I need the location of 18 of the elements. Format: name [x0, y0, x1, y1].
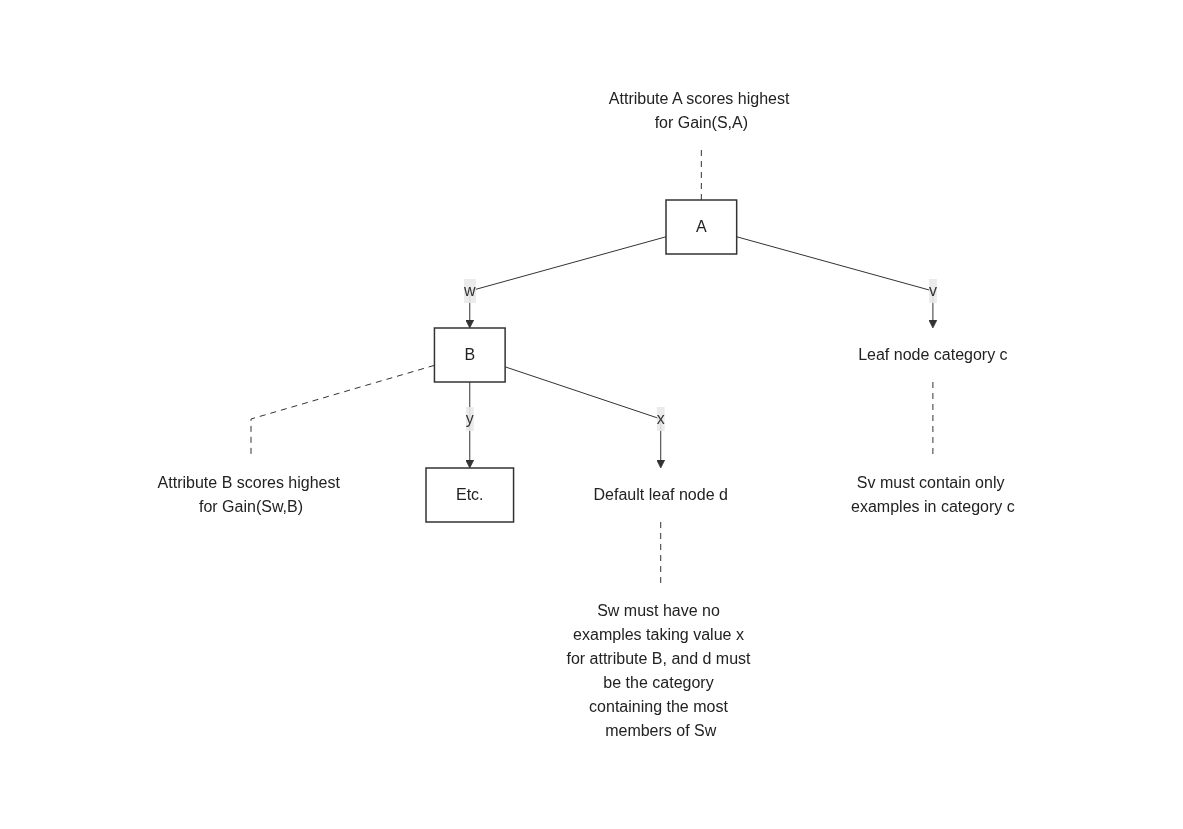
connector	[700, 149, 702, 200]
node-box: A	[664, 198, 737, 255]
node-box: Etc.	[424, 466, 514, 523]
edge-label: w	[463, 281, 476, 299]
node-text: Sw must have no examples taking value x for attribute B, and d must be the category containing the most members of Sw	[565, 601, 751, 739]
node-text: Sv must contain only examples in category c	[850, 473, 1015, 515]
edge-label: x	[656, 409, 665, 427]
connector	[931, 381, 933, 456]
node-text: Attribute B scores highest for Gain(Sw,B)	[157, 473, 340, 515]
node-text: Leaf node category c	[857, 345, 1008, 363]
node-text: Default leaf node d	[593, 485, 728, 503]
arrow	[464, 381, 474, 468]
arrow	[504, 365, 665, 468]
edge-label: v	[928, 281, 937, 299]
node-text: Attribute A scores highest for Gain(S,A)	[608, 89, 789, 131]
connector	[659, 521, 661, 584]
node-box: B	[433, 326, 506, 383]
edge-label: y	[465, 409, 474, 427]
